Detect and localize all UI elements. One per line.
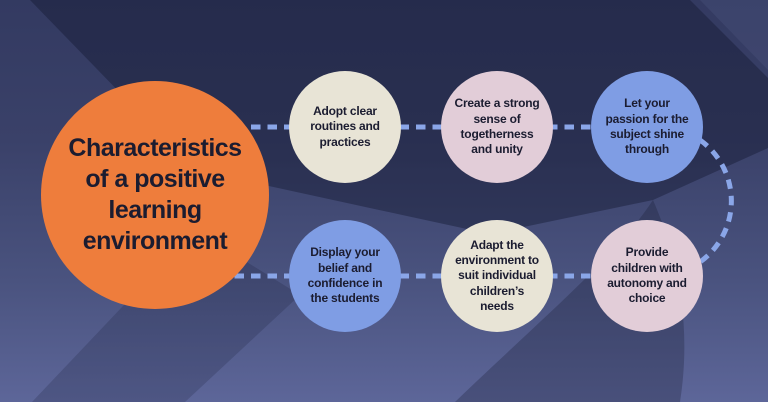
dashed-connector-right-arc (698, 137, 734, 265)
node-circle-sense-of-togetherness: Create a strong sense of togetherness an… (441, 71, 553, 183)
node-circle-adopt-clear-routines: Adopt clear routines and practices (289, 71, 401, 183)
node-circle-belief-and-confidence: Display your belief and confidence in th… (289, 220, 401, 332)
node-label: Adapt the environment to suit individual… (455, 237, 539, 314)
background-corner-highlight (700, 0, 768, 70)
node-circle-passion-for-subject: Let your passion for the subject shine t… (591, 71, 703, 183)
node-circle-adapt-environment: Adapt the environment to suit individual… (441, 220, 553, 332)
node-circle-autonomy-and-choice: Provide children with autonomy and choic… (591, 220, 703, 332)
node-label: Let your passion for the subject shine t… (605, 96, 689, 157)
node-label: Adopt clear routines and practices (310, 103, 380, 149)
node-label: Create a strong sense of togetherness an… (454, 96, 540, 157)
hub-title: Characteristics of a positive learning e… (68, 133, 242, 256)
node-label: Provide children with autonomy and choic… (607, 245, 687, 306)
node-label: Display your belief and confidence in th… (307, 245, 383, 306)
hub-circle: Characteristics of a positive learning e… (41, 81, 269, 309)
